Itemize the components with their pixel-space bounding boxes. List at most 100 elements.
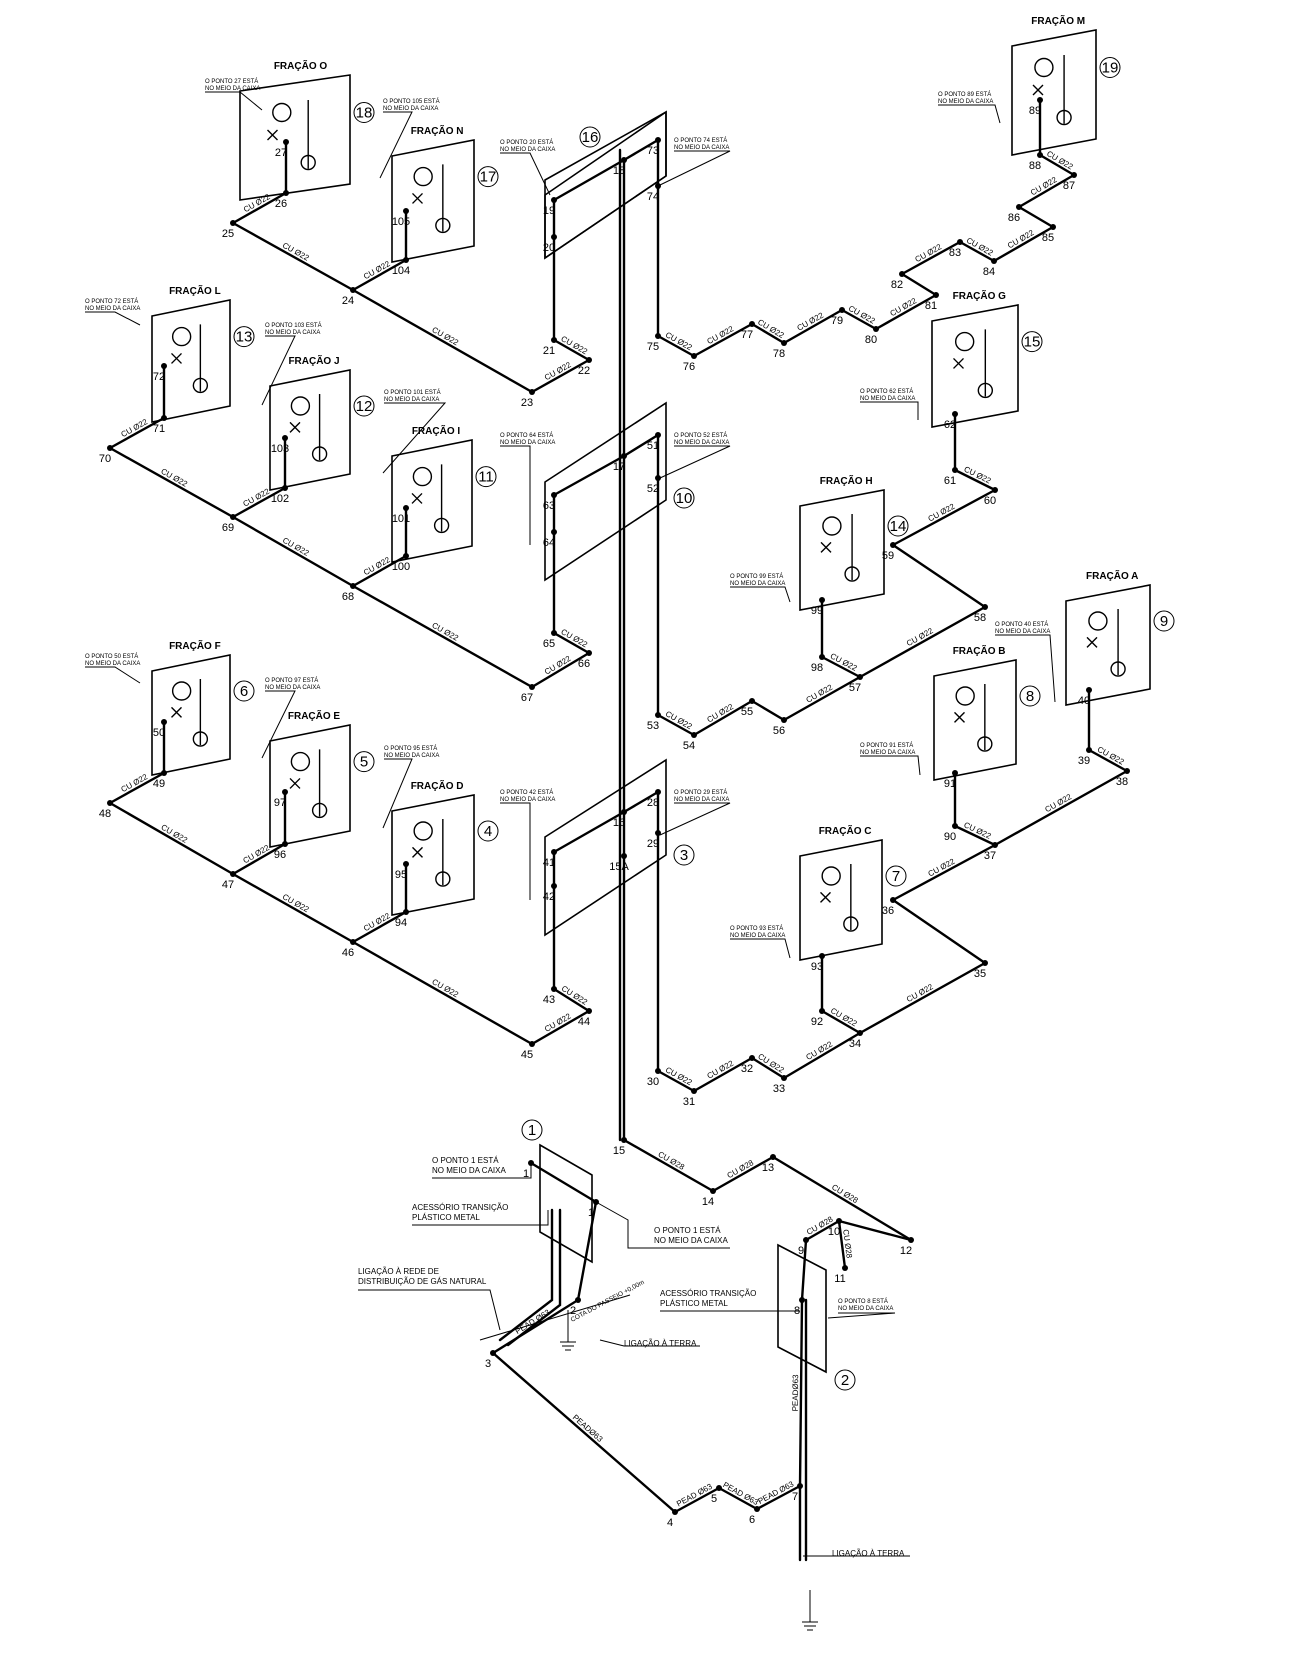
node-label: 30 (647, 1076, 659, 1088)
node-label: 74 (647, 191, 659, 203)
node-label: 12 (900, 1245, 912, 1257)
valve-icon (412, 164, 444, 232)
fraction-number-circle (887, 515, 909, 537)
node-label: 29 (647, 838, 659, 850)
pipe-33-34 (782, 1031, 862, 1080)
appliance-icon (300, 154, 316, 171)
pipe-21-22 (552, 338, 591, 362)
node-69 (230, 514, 236, 520)
appliance-icon (435, 217, 451, 234)
node-60 (992, 487, 998, 493)
segment-label: CU Ø28 (841, 1229, 854, 1259)
node-label: 89 (1029, 105, 1041, 117)
node-label: 8 (794, 1305, 800, 1317)
node-94 (403, 909, 409, 915)
meter-icon (171, 681, 192, 701)
node-38 (1124, 768, 1130, 774)
note-line-1: O PONTO 64 ESTÁ (500, 432, 553, 439)
fraction-number: 6 (240, 683, 248, 700)
node-label: 60 (984, 495, 996, 507)
note-line-2: NO MEIO DA CAIXA (500, 440, 555, 446)
node-label: 54 (683, 740, 695, 752)
box-number-circle (579, 126, 601, 148)
note-line-1: O PONTO 62 ESTÁ (860, 388, 913, 395)
node-25 (230, 220, 236, 226)
node-label: 4 (667, 1517, 673, 1529)
pipe-9-10 (804, 1219, 841, 1242)
node-88 (1037, 152, 1043, 158)
note-line-2: NO MEIO DA CAIXA (205, 86, 260, 92)
pipe-24-25 (231, 221, 355, 292)
fraction-box (391, 439, 473, 563)
node-35 (982, 960, 988, 966)
pipe-23-24 (351, 288, 534, 394)
box-number-circle (673, 487, 695, 509)
valve-icon (820, 864, 852, 930)
pipe-53-54 (656, 713, 696, 737)
node-label: 91 (944, 778, 956, 790)
note-line-1: O PONTO 27 ESTÁ (205, 78, 258, 85)
appliance-icon (1110, 661, 1126, 677)
node-33 (781, 1075, 787, 1081)
note-line-1: O PONTO 89 ESTÁ (938, 91, 991, 98)
node-label: 50 (153, 727, 165, 739)
valve-icon (411, 464, 443, 532)
node-label: 98 (811, 662, 823, 674)
pipe-43-44 (552, 987, 591, 1013)
pipe-22-23 (530, 358, 591, 394)
fraction-box (933, 659, 1017, 781)
fraction-box (799, 489, 885, 611)
node-label: 87 (1063, 180, 1075, 192)
valve-icon (820, 514, 853, 580)
note-line-2: NO MEIO DA CAIXA (674, 797, 729, 803)
note-line-1: O PONTO 50 ESTÁ (85, 653, 138, 660)
node-label: 72 (153, 371, 165, 383)
node-93 (819, 953, 825, 959)
pipe-14-15 (622, 1138, 715, 1193)
node-label: 3 (485, 1358, 491, 1370)
node-label: 93 (811, 961, 823, 973)
box-number-circle (521, 1119, 543, 1141)
pipe-81-82 (900, 272, 938, 297)
pipe-25-26 (231, 191, 288, 225)
node-70 (107, 445, 113, 451)
pipe-34-35 (858, 961, 987, 1035)
meter-icon (171, 326, 192, 347)
node-label: 90 (944, 831, 956, 843)
node-label: 6 (749, 1514, 755, 1526)
node-label: 62 (944, 419, 956, 431)
node-label: 28 (647, 797, 659, 809)
node-74 (655, 183, 661, 189)
fraction-number-circle (353, 102, 375, 123)
pipe-45-46 (351, 940, 534, 1046)
node-41 (551, 849, 557, 855)
fraction-box (269, 724, 351, 848)
pipe-36-37 (891, 843, 997, 902)
note-line-1: O PONTO 8 ESTÁ (838, 1298, 888, 1305)
pipe-68-69 (231, 515, 355, 588)
fraction-title: FRAÇÃO E (288, 709, 341, 722)
node-label: 27 (275, 147, 287, 159)
pipe-31-32 (692, 1056, 754, 1093)
box-16 (544, 110, 667, 260)
segment-label: PEADØ63 (791, 1374, 800, 1412)
fraction-title: FRAÇÃO J (288, 354, 339, 367)
node-80 (873, 326, 879, 332)
pipe-78-79 (782, 308, 844, 345)
node-label: 57 (849, 682, 861, 694)
valve-icon (171, 324, 202, 392)
fraction-title: FRAÇÃO N (411, 124, 464, 137)
node-67 (529, 684, 535, 690)
node-label: 64 (543, 537, 555, 549)
note-line-2: NO MEIO DA CAIXA (995, 629, 1050, 635)
node-label: 43 (543, 994, 555, 1006)
pipe-10-11 (837, 1219, 847, 1270)
callout-line-2: DISTRIBUIÇÃO DE GÁS NATURAL (358, 1277, 487, 1286)
pipe-5-6 (717, 1486, 759, 1511)
pipe-77-78 (750, 322, 786, 345)
node-73 (655, 137, 661, 143)
node-15 (621, 1137, 627, 1143)
node-5 (716, 1485, 722, 1491)
